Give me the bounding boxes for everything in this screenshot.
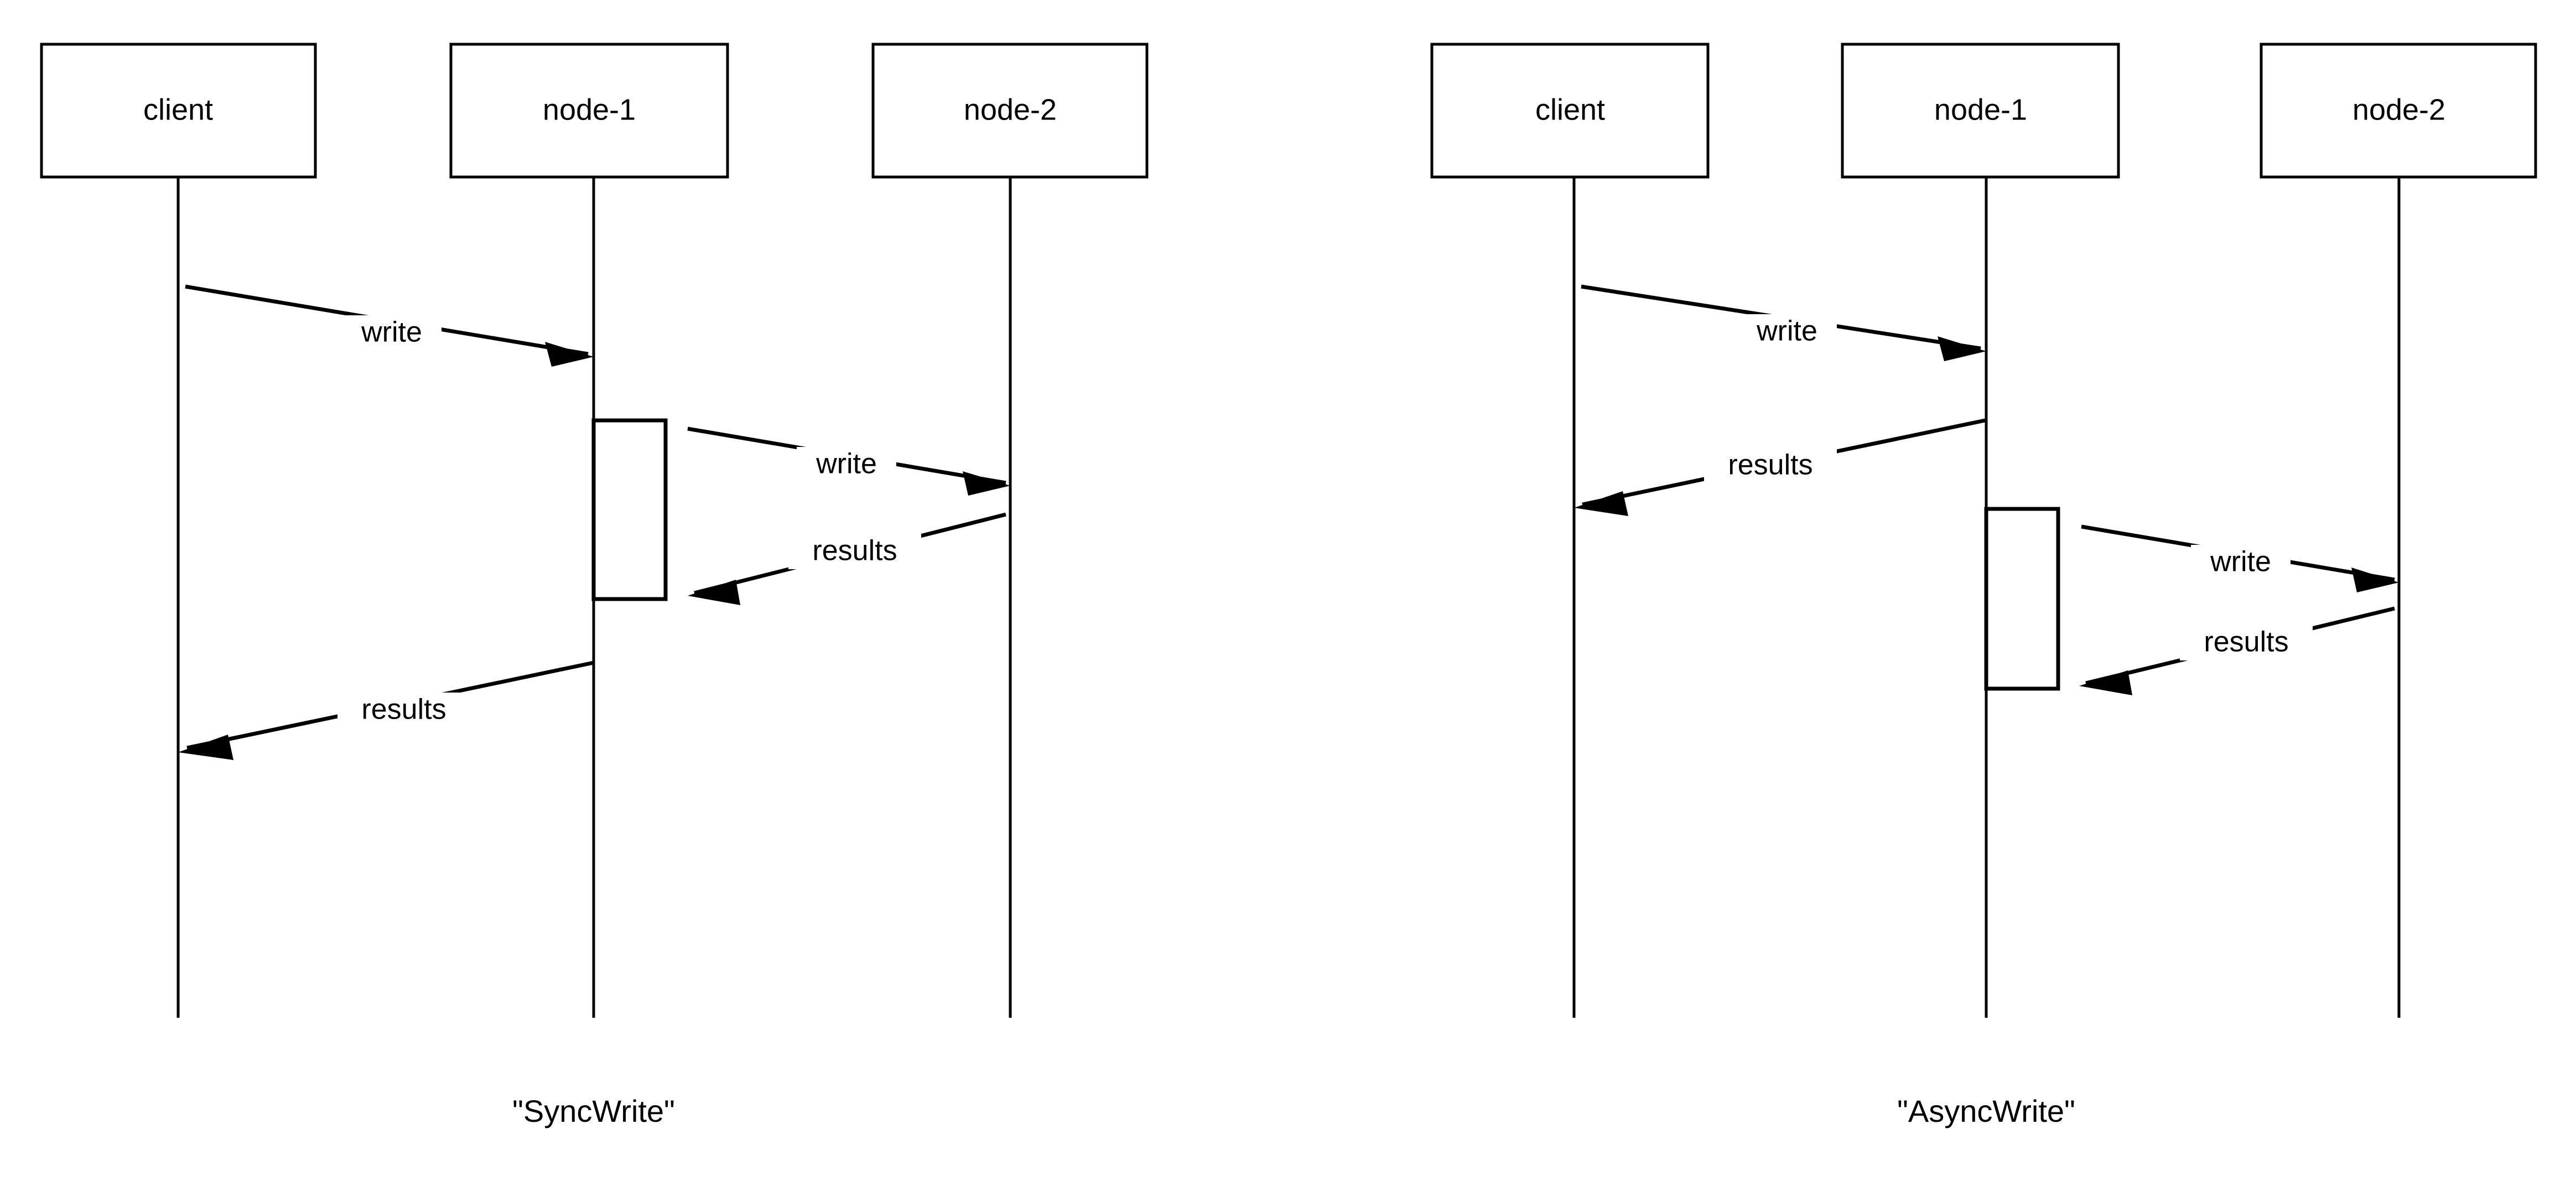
participant-label: client	[143, 93, 213, 126]
activation-bar-node-1	[1984, 507, 2060, 691]
message-label-backdrop	[342, 315, 442, 351]
participant-label: client	[1535, 93, 1605, 126]
arrow-head-left-icon	[688, 580, 740, 605]
diagram-caption: "AsyncWrite"	[1897, 1094, 2075, 1128]
participant-box	[871, 43, 1149, 179]
message-results-node-2-to-node-1[interactable]: results	[688, 512, 1006, 605]
message-label: results	[361, 694, 446, 726]
message-label-backdrop	[2191, 545, 2291, 580]
message-write-node-1-to-node-2[interactable]: write	[687, 426, 1010, 496]
participant-client[interactable]: client	[1430, 43, 1710, 179]
participant-node-2[interactable]: node-2	[871, 43, 1149, 179]
message-label: write	[2210, 546, 2271, 578]
participant-label: node-1	[1934, 93, 2027, 126]
participant-node-2[interactable]: node-2	[2260, 43, 2537, 179]
diagram-sync-write: client node-1 node-2 write	[40, 43, 1149, 1128]
diagram-async-write: client node-1 node-2 write	[1430, 43, 2537, 1128]
participant-node-1[interactable]: node-1	[449, 43, 729, 179]
participant-box	[40, 43, 317, 179]
message-label-backdrop	[2180, 625, 2313, 660]
message-write-node-1-to-node-2[interactable]: write	[2081, 524, 2399, 592]
arrow-head-right-icon	[963, 471, 1010, 496]
participant-box	[1841, 43, 2120, 179]
participant-client[interactable]: client	[40, 43, 317, 179]
message-label: write	[1756, 315, 1817, 347]
message-label-backdrop	[1704, 448, 1837, 483]
arrow-head-right-icon	[1938, 336, 1986, 361]
participant-label: node-2	[2352, 93, 2445, 126]
message-label-backdrop	[788, 534, 921, 569]
participant-label: node-2	[964, 93, 1057, 126]
participant-box	[2260, 43, 2537, 179]
message-write-client-to-node-1[interactable]: write	[185, 284, 594, 367]
arrow-head-left-icon	[1574, 491, 1628, 516]
participant-box	[449, 43, 729, 179]
message-write-client-to-node-1[interactable]: write	[1581, 284, 1986, 361]
message-label-backdrop	[1737, 314, 1837, 350]
message-label: results	[812, 535, 897, 567]
message-label: write	[361, 316, 422, 348]
arrow-head-left-icon	[2079, 670, 2132, 695]
message-results-node-2-to-node-1[interactable]: results	[2079, 606, 2395, 695]
message-results-node-1-to-client[interactable]: results	[178, 660, 594, 760]
message-results-node-1-to-client[interactable]: results	[1574, 418, 1986, 516]
diagram-caption: "SyncWrite"	[512, 1094, 675, 1128]
participant-label: node-1	[543, 93, 636, 126]
message-label: write	[816, 448, 877, 480]
message-label: results	[1728, 449, 1812, 481]
activation-bar-node-1	[591, 418, 668, 601]
message-label-backdrop	[797, 447, 896, 482]
arrow-head-right-icon	[2351, 568, 2399, 592]
arrow-head-left-icon	[178, 735, 233, 760]
message-label-backdrop	[337, 693, 470, 728]
participant-node-1[interactable]: node-1	[1841, 43, 2120, 179]
participant-box	[1430, 43, 1710, 179]
arrow-head-right-icon	[545, 342, 594, 367]
message-label: results	[2204, 626, 2288, 658]
